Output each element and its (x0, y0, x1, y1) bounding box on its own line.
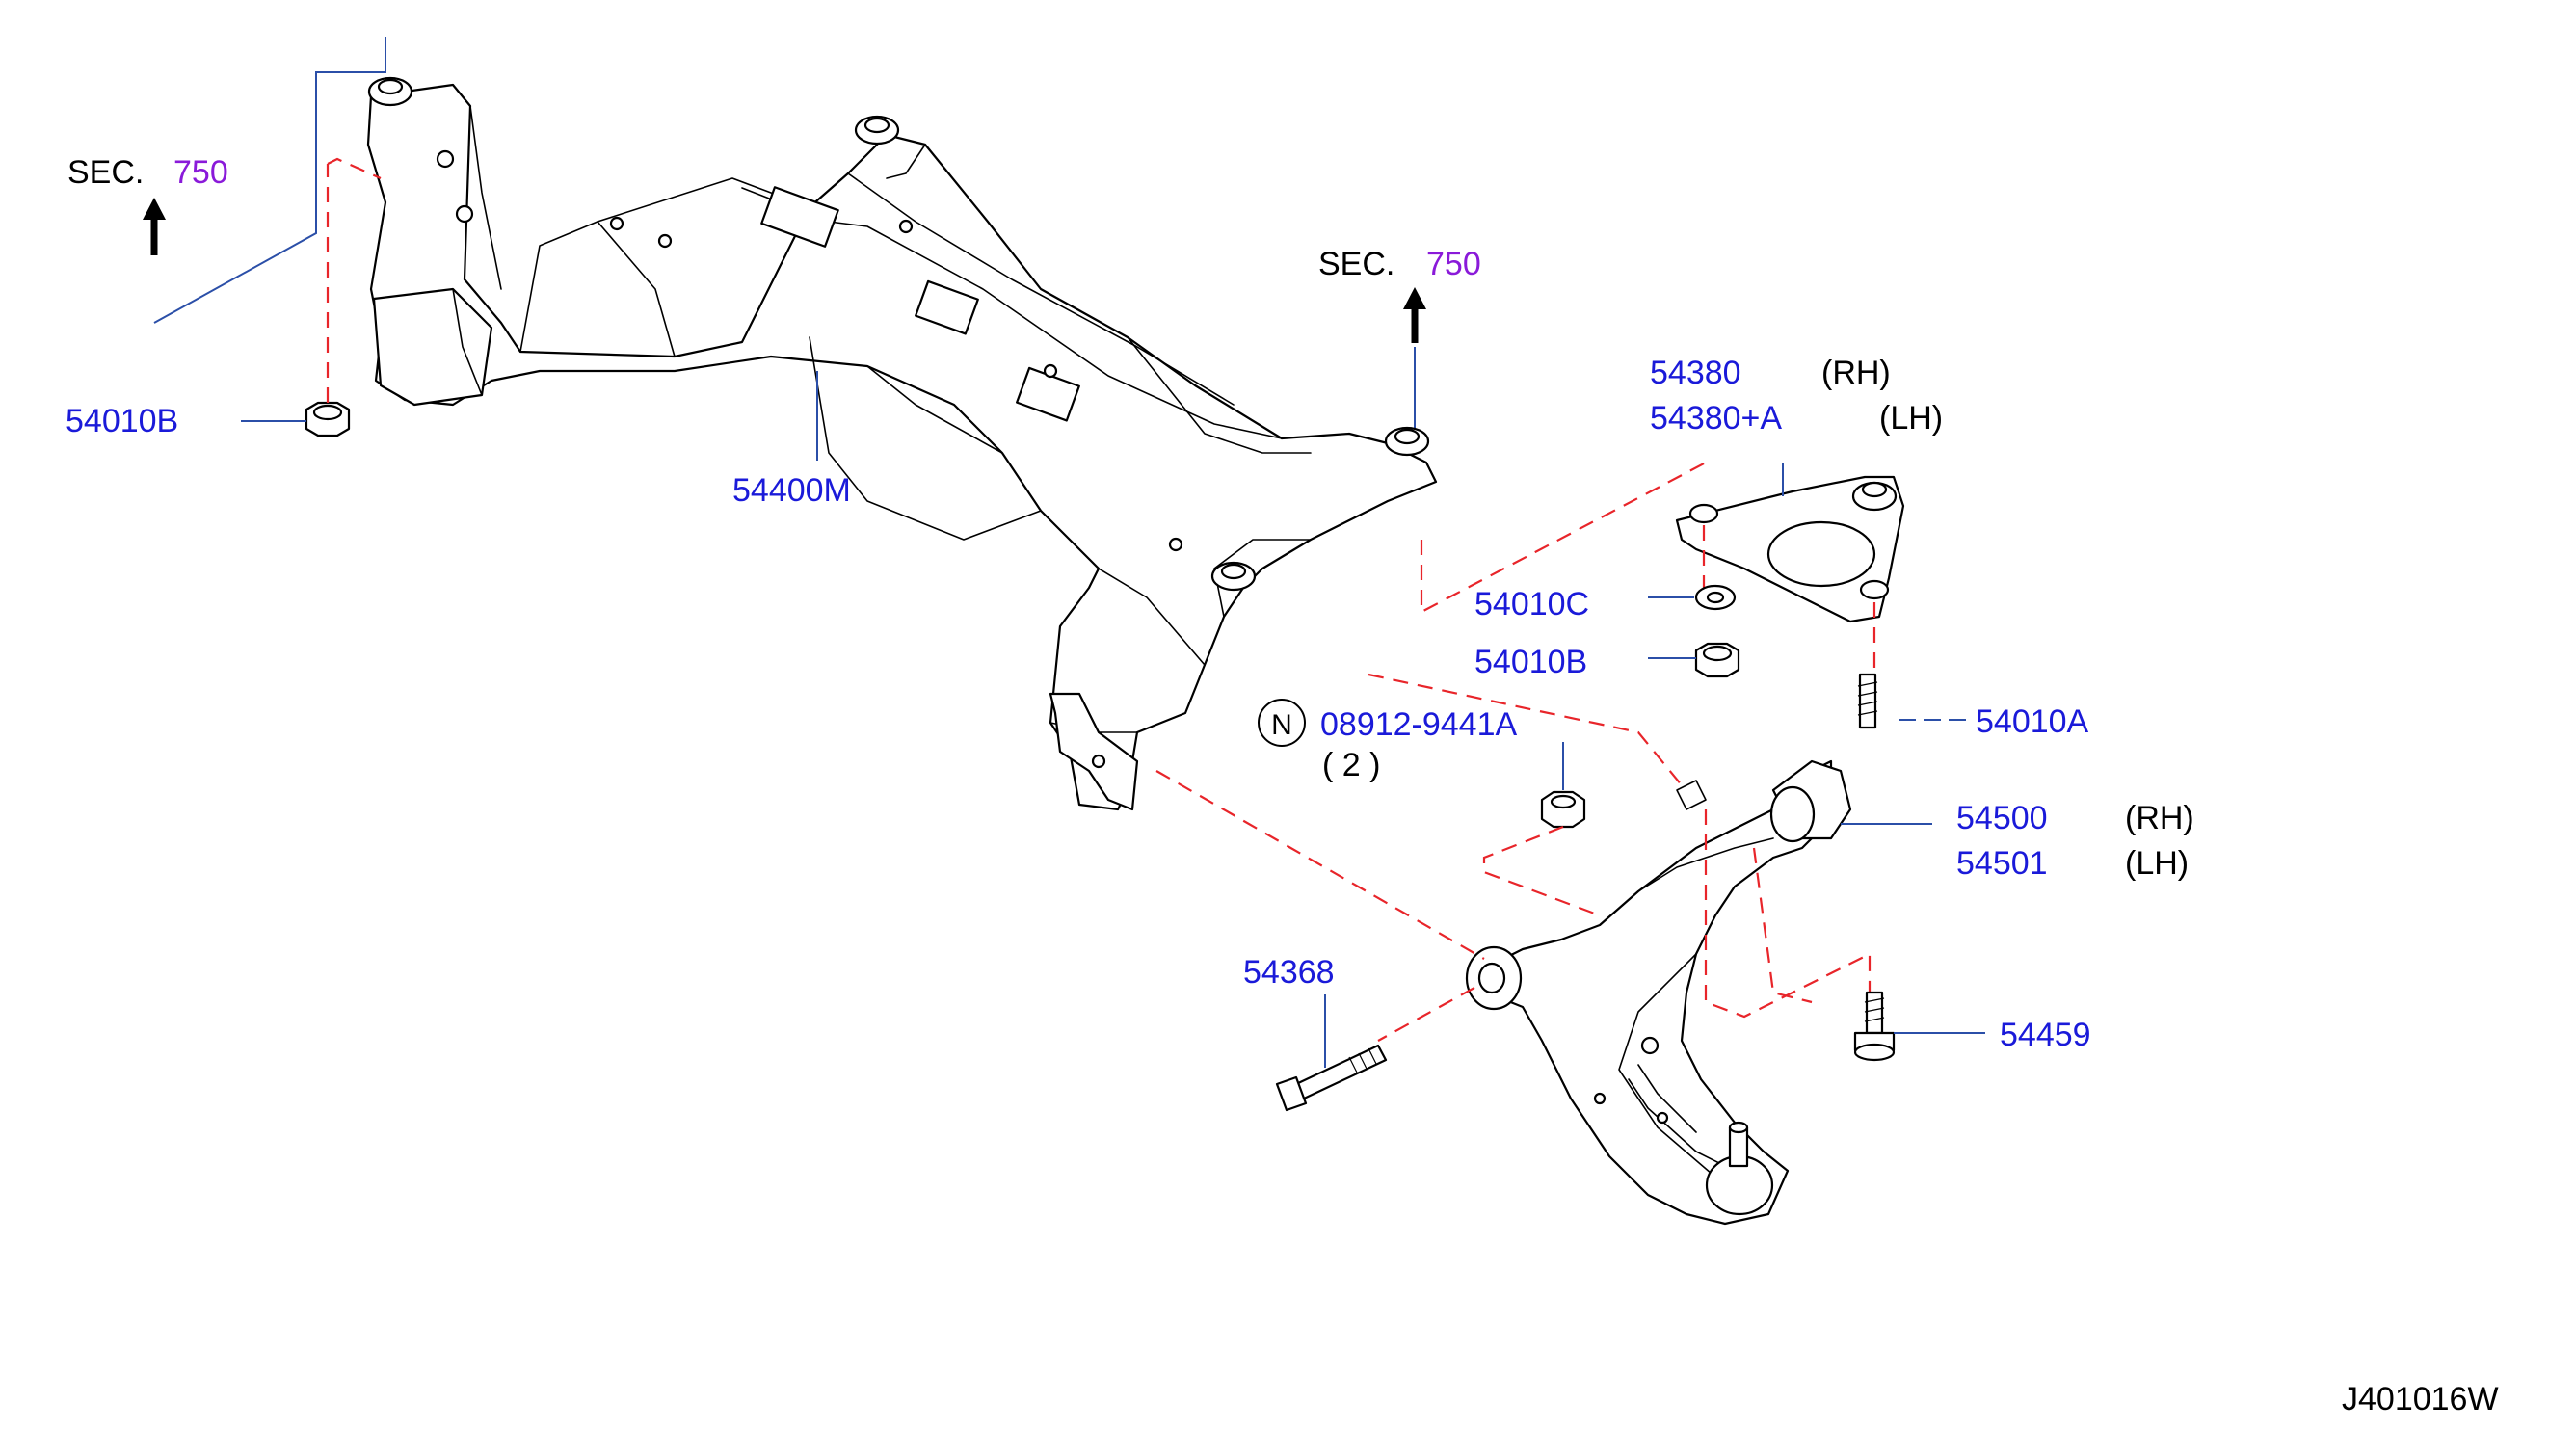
dash-arm-bolt (1377, 987, 1475, 1042)
svg-text:N: N (1271, 709, 1292, 741)
sec-prefix-left: SEC. (67, 154, 144, 191)
nut-icon[interactable] (1694, 642, 1740, 678)
arrow-up-icon (1403, 287, 1426, 343)
label-08912-qty: ( 2 ) (1322, 747, 1380, 783)
circle-n-icon: N (1258, 699, 1306, 747)
label-54501-lh: (LH) (2125, 845, 2189, 882)
bolt-icon[interactable] (1853, 991, 1896, 1062)
sec-reference-left[interactable]: SEC. 750 (67, 154, 228, 255)
strut-mount-plate[interactable] (1675, 475, 1905, 623)
diagram-code: J401016W (2342, 1381, 2499, 1417)
dash-54010B-left-top (327, 157, 382, 180)
label-54010B-right[interactable]: 54010B (1474, 644, 1587, 680)
washer-icon[interactable] (1694, 584, 1737, 611)
nut-icon[interactable] (305, 401, 351, 437)
label-54400M[interactable]: 54400M (732, 472, 851, 509)
label-54010A[interactable]: 54010A (1976, 703, 2089, 740)
label-08912-9441A[interactable]: 08912-9441A (1320, 706, 1518, 743)
dash-arm-54459-b (1752, 847, 1813, 1004)
dash-arm-54459 (1704, 809, 1872, 1019)
label-54010B-left[interactable]: 54010B (66, 403, 178, 439)
label-54380[interactable]: 54380 (1650, 355, 1741, 391)
stud-icon[interactable] (1857, 673, 1878, 729)
dash-nut-arm (1482, 825, 1601, 917)
label-54501[interactable]: 54501 (1956, 845, 2048, 882)
label-54368[interactable]: 54368 (1243, 954, 1335, 991)
sec-reference-right[interactable]: SEC. 750 (1318, 246, 1481, 343)
arrow-up-icon (143, 198, 166, 255)
sec-prefix-right: SEC. (1318, 246, 1394, 282)
label-54500[interactable]: 54500 (1956, 800, 2048, 836)
leader-sec-left (153, 37, 386, 324)
label-54380A-lh: (LH) (1879, 400, 1943, 437)
dash-frame-arm-rear (1368, 673, 1683, 786)
label-54500-rh: (RH) (2125, 800, 2194, 836)
bolt-icon[interactable] (1275, 1044, 1388, 1112)
label-54380A[interactable]: 54380+A (1650, 400, 1782, 437)
label-54459[interactable]: 54459 (2000, 1017, 2091, 1053)
label-54010C[interactable]: 54010C (1474, 586, 1589, 622)
nut-icon[interactable] (1540, 790, 1586, 829)
label-54380-rh: (RH) (1821, 355, 1891, 391)
sec-number-right[interactable]: 750 (1426, 246, 1481, 282)
dash-frame-arm-front (1155, 770, 1485, 960)
sec-number-left[interactable]: 750 (173, 154, 228, 191)
subframe-drawing[interactable] (366, 76, 1438, 811)
dash-frame-plate (1420, 462, 1707, 614)
